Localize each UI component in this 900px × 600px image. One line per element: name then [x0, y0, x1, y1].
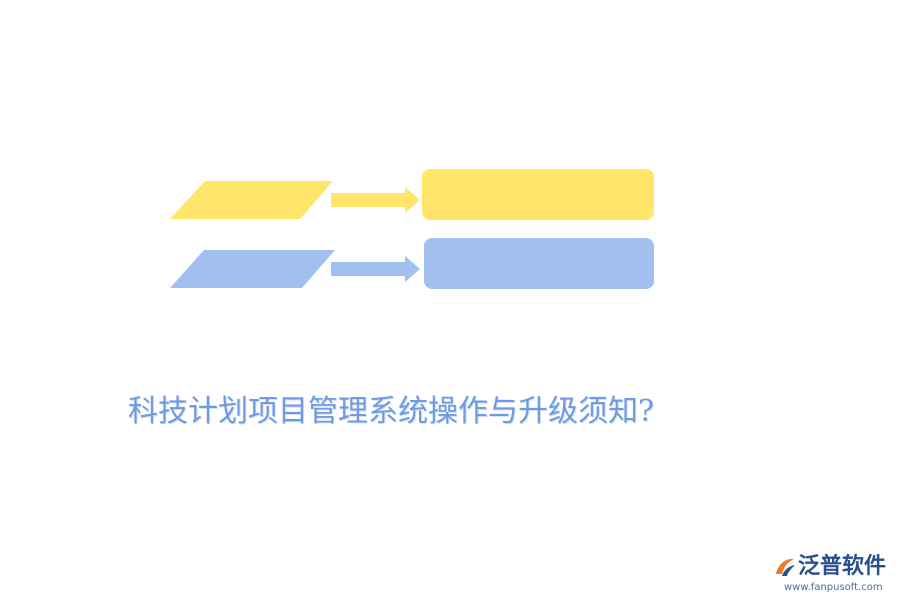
- brand-logo: 泛普软件 www.fanpusoft.com: [772, 552, 896, 596]
- fanpu-logo-icon: [776, 558, 795, 576]
- yellow-parallelogram: [170, 181, 333, 219]
- blue-parallelogram: [170, 250, 335, 288]
- blue-rounded-box: [424, 238, 654, 289]
- logo-brand-text: 泛普软件: [798, 554, 887, 579]
- page-title: 科技计划项目管理系统操作与升级须知?: [128, 394, 655, 429]
- yellow-rounded-box: [422, 169, 654, 220]
- logo-url-text: www.fanpusoft.com: [784, 582, 883, 593]
- yellow-arrow: [331, 187, 420, 213]
- blue-arrow: [331, 256, 420, 282]
